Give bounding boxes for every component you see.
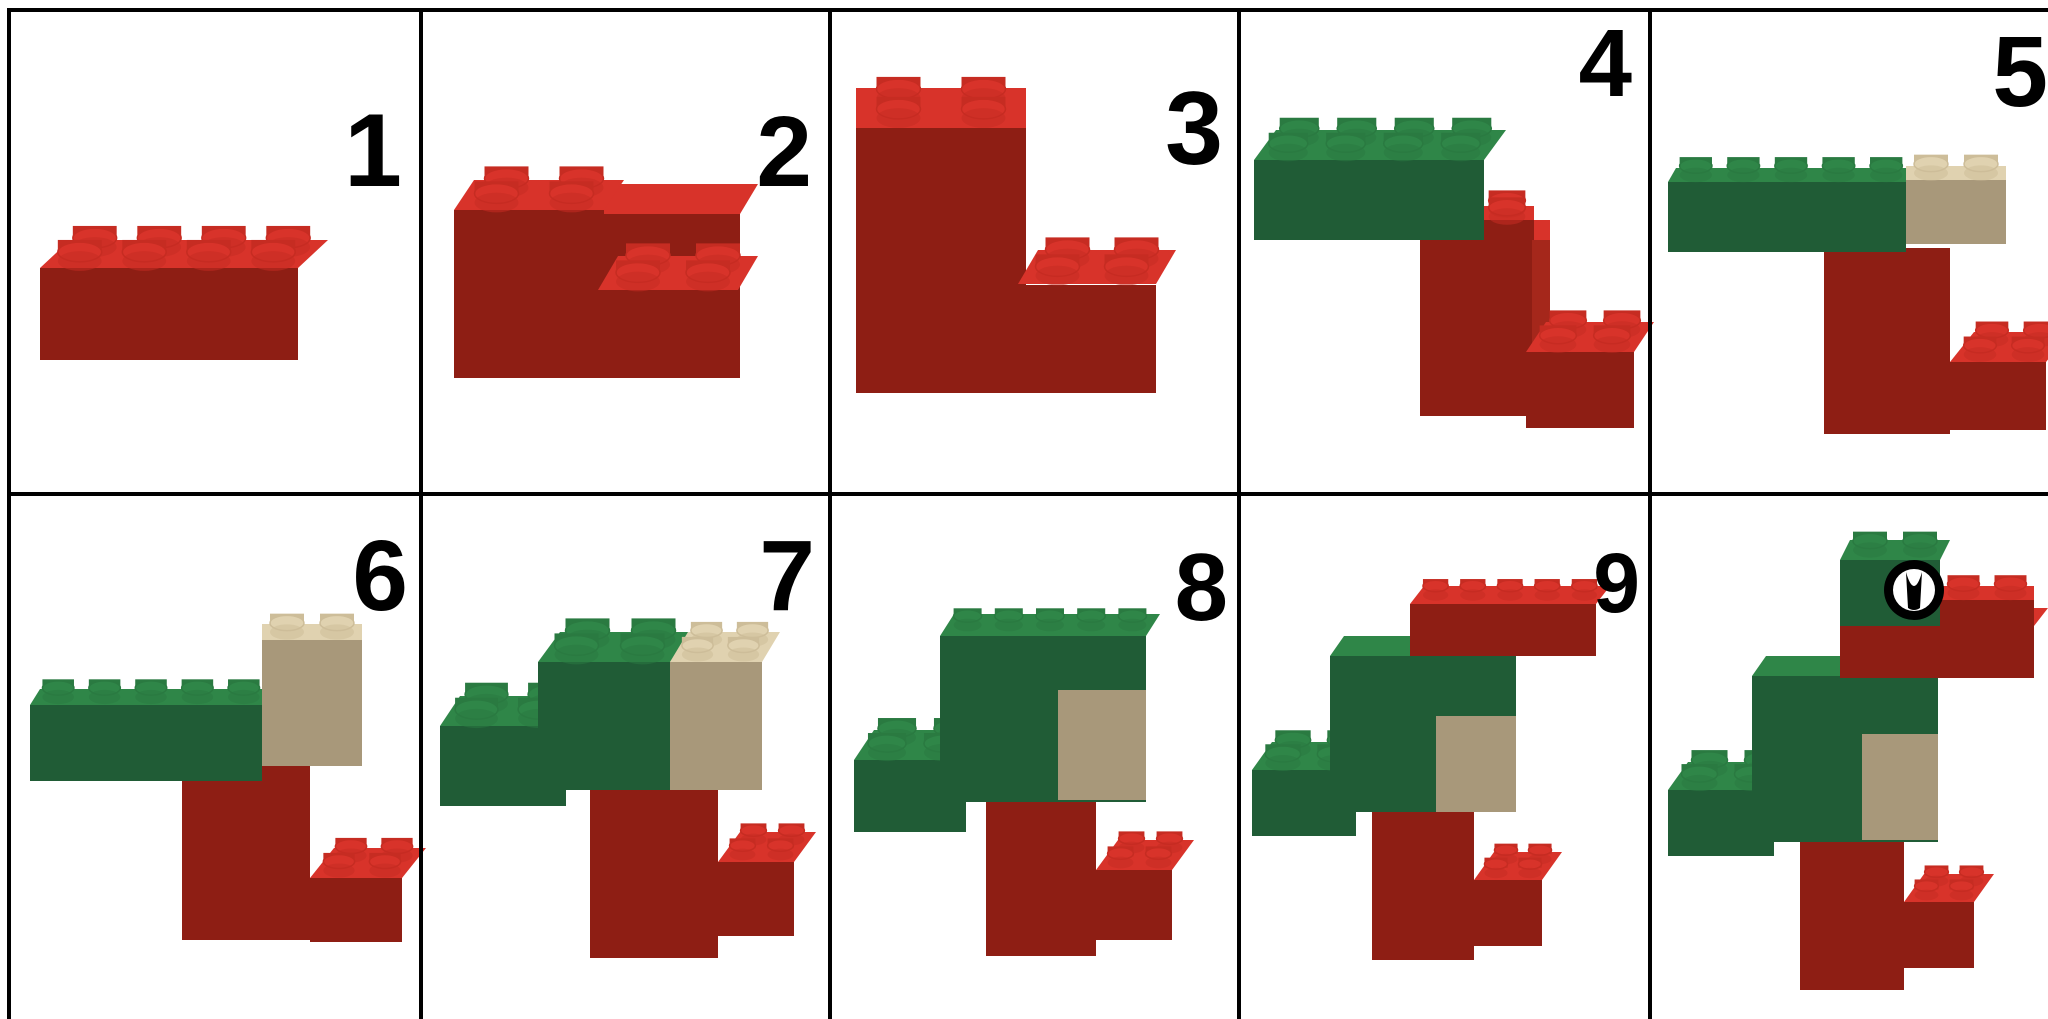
- red-2x2-brick-upper: [454, 166, 624, 290]
- red-2x2-brick: [1474, 844, 1562, 946]
- step-cell-3: [856, 77, 1176, 393]
- step-cell-9: [1252, 579, 1610, 960]
- green-2x4-brick: [1668, 157, 1914, 252]
- step-number-5: 5: [1992, 16, 2048, 128]
- step-number-4: 4: [1579, 10, 1632, 117]
- red-stud-row: [1940, 575, 2034, 626]
- red-stud-top: [1480, 190, 1534, 240]
- red-2x2-brick: [1950, 322, 2048, 430]
- red-column: [1800, 840, 1904, 990]
- step-cell-1: [40, 226, 328, 360]
- step-cell-8: [854, 608, 1194, 956]
- red-2x2-brick: [718, 823, 816, 936]
- step-number-2: 2: [756, 96, 812, 208]
- step-cell-2: [454, 166, 758, 378]
- tan-2x2-brick: [1862, 734, 1938, 840]
- step-number-7: 7: [759, 520, 815, 632]
- red-2x2-brick: [1096, 831, 1194, 940]
- red-column: [986, 796, 1096, 956]
- red-column: [1824, 248, 1950, 434]
- step-number-6: 6: [352, 520, 408, 632]
- red-column: [590, 790, 718, 958]
- tan-2x2-brick: [1436, 716, 1516, 812]
- red-2x4-brick-top: [1410, 579, 1610, 656]
- green-2x4-brick: [30, 679, 272, 781]
- red-2x4-brick: [40, 226, 328, 360]
- red-base: [856, 285, 1156, 393]
- step-cell-7: [440, 618, 816, 958]
- step-cell-4: [1254, 118, 1654, 428]
- red-column: [182, 760, 310, 940]
- eye-tile: [1884, 560, 1944, 620]
- step-number-8: 8: [1175, 534, 1228, 641]
- step-number-1: 1: [344, 93, 402, 209]
- red-column: [1372, 810, 1474, 960]
- step-cell-5: [1668, 155, 2048, 434]
- step-number-9: 9: [1593, 536, 1640, 630]
- red-2x2-brick: [1526, 310, 1654, 428]
- tan-2x2-brick: [1906, 155, 2006, 244]
- step-cell-10: [1668, 532, 2048, 990]
- green-2x4-brick: [538, 618, 692, 790]
- red-2x2-brick: [1018, 237, 1176, 285]
- tan-2x2-brick: [1058, 690, 1146, 800]
- green-2x4-brick: [1254, 118, 1506, 240]
- red-2x2-brick: [1904, 865, 1994, 968]
- red-2x2-brick: [310, 838, 426, 942]
- tan-2x2-brick: [262, 614, 362, 766]
- step-cell-6: [30, 614, 426, 942]
- step-number-3: 3: [1165, 71, 1223, 187]
- tan-2x2-brick: [670, 622, 780, 790]
- cells-layer: [30, 77, 2048, 990]
